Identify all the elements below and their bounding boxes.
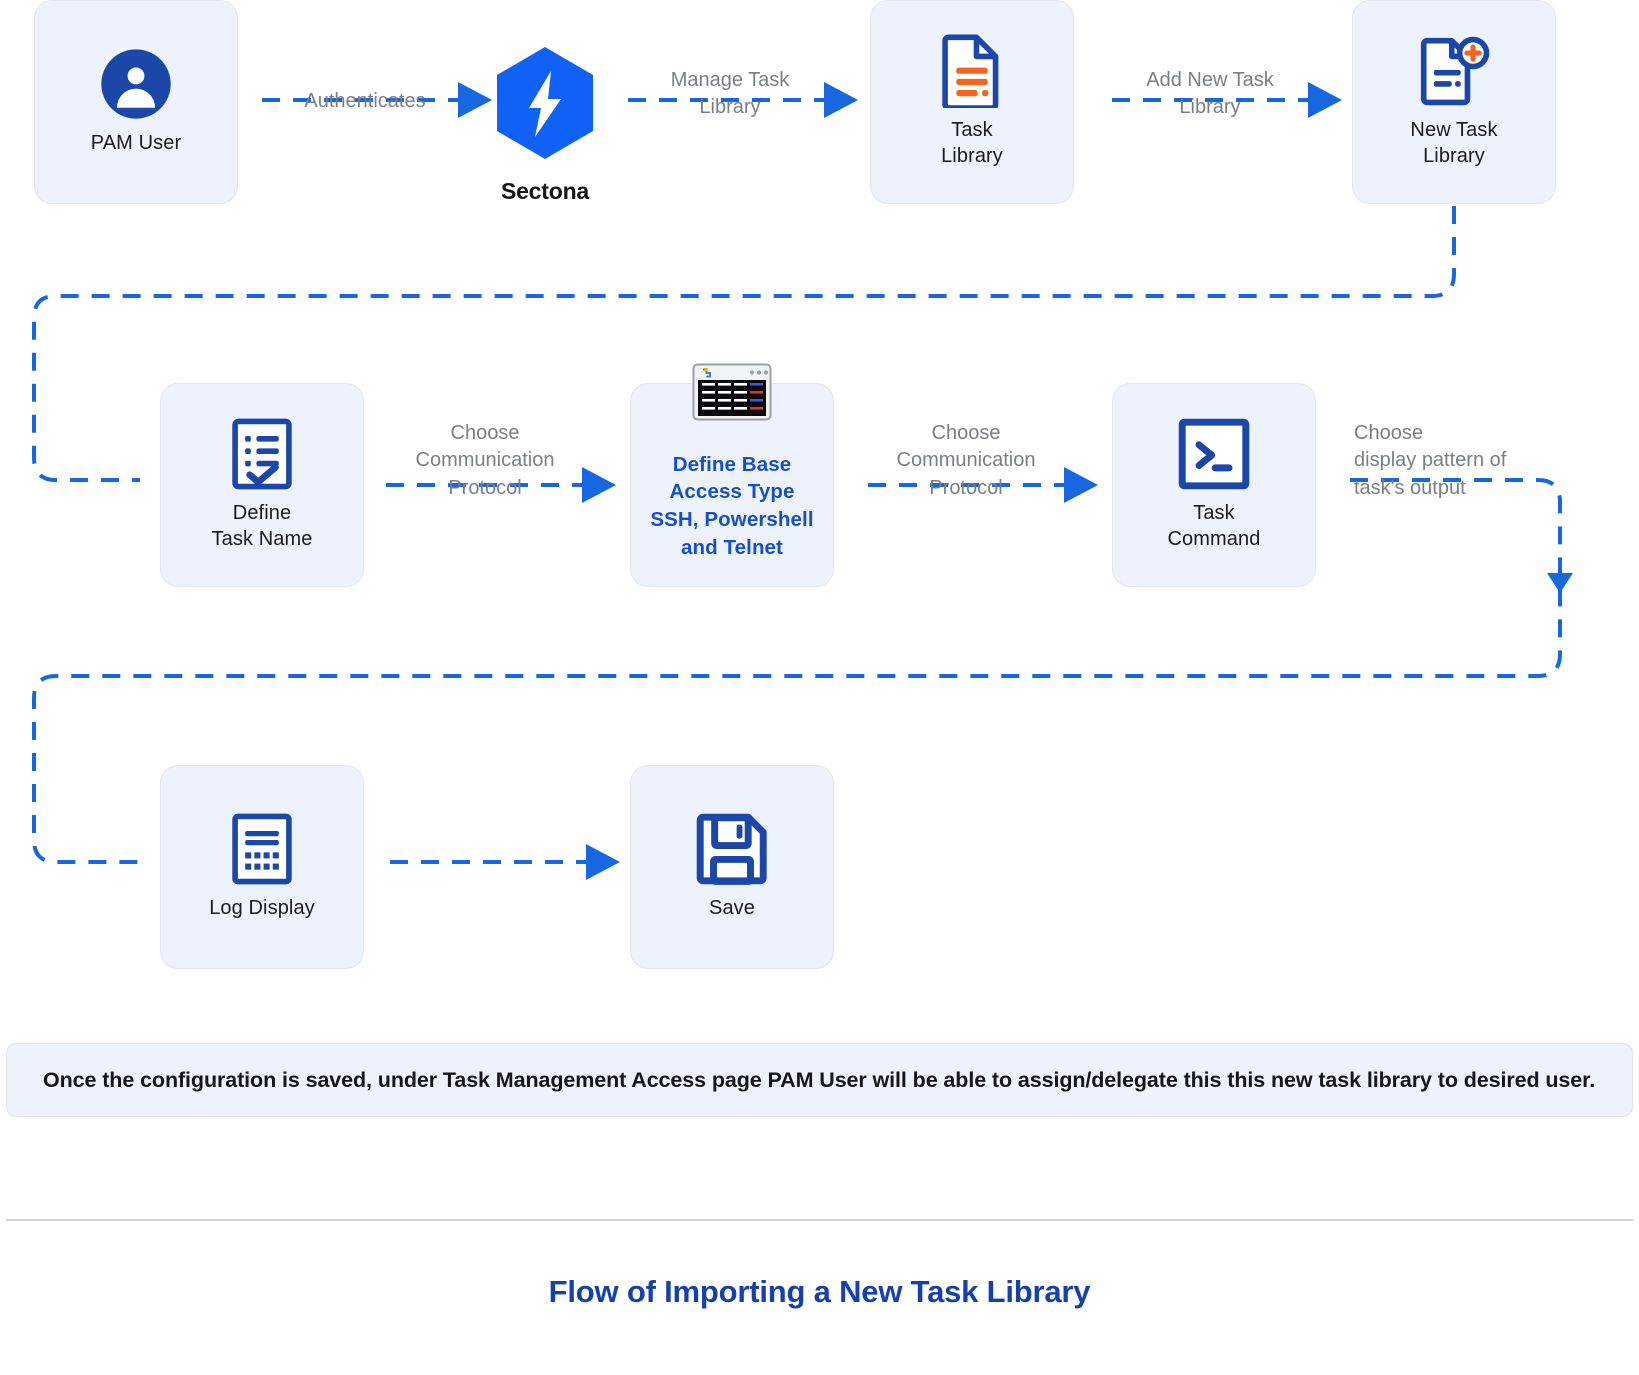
sectona-logo: Sectona (478, 45, 612, 205)
diagram-title: Flow of Importing a New Task Library (548, 1274, 1091, 1309)
node-task-command[interactable]: Task Command (1112, 383, 1316, 587)
node-label: Task Library (941, 119, 1003, 167)
edge-label-manage-task-library: Manage Task Library (670, 68, 790, 119)
edge-label-choose-protocol-1: Choose Communication Protocol (415, 421, 555, 499)
node-label: Define Base Access Type SSH, Powershell … (650, 452, 814, 559)
edge-label-choose-display-pattern: Choose display pattern of task's output (1354, 421, 1507, 499)
node-label: New Task Library (1410, 119, 1498, 167)
command-prompt-icon (1177, 417, 1251, 491)
node-pam-user[interactable]: PAM User (34, 0, 238, 204)
edge-label-authenticates: Authenticates (304, 89, 426, 112)
node-save[interactable]: Save (630, 765, 834, 969)
note-banner: Once the configuration is saved, under T… (6, 1043, 1633, 1117)
node-task-library[interactable]: Task Library (870, 0, 1074, 204)
user-avatar-icon (99, 47, 173, 121)
note-text: Once the configuration is saved, under T… (43, 1067, 1596, 1092)
floppy-disk-save-icon (695, 812, 769, 886)
node-define-task-name[interactable]: Define Task Name (160, 383, 364, 587)
footer-divider (6, 1219, 1633, 1221)
edge-label-choose-protocol-2: Choose Communication Protocol (896, 421, 1036, 499)
sectona-wordmark: Sectona (500, 178, 590, 204)
arrowhead-down-right (1547, 573, 1573, 593)
node-label: Task Command (1167, 502, 1261, 550)
document-add-icon (1417, 34, 1491, 108)
node-label: Save (709, 897, 755, 920)
sectona-hexagon-bolt-logo (493, 45, 597, 166)
node-new-task-library[interactable]: New Task Library (1352, 0, 1556, 204)
document-list-icon (939, 34, 1005, 109)
terminal-window-icon (692, 363, 772, 426)
node-label: Log Display (209, 897, 315, 920)
node-label: Define Task Name (211, 502, 313, 550)
edge-label-add-new-task-library: Add New Task Library (1146, 68, 1274, 119)
node-log-display[interactable]: Log Display (160, 765, 364, 969)
log-document-icon (230, 812, 294, 886)
checklist-document-icon (230, 417, 294, 491)
node-label: PAM User (90, 132, 182, 155)
